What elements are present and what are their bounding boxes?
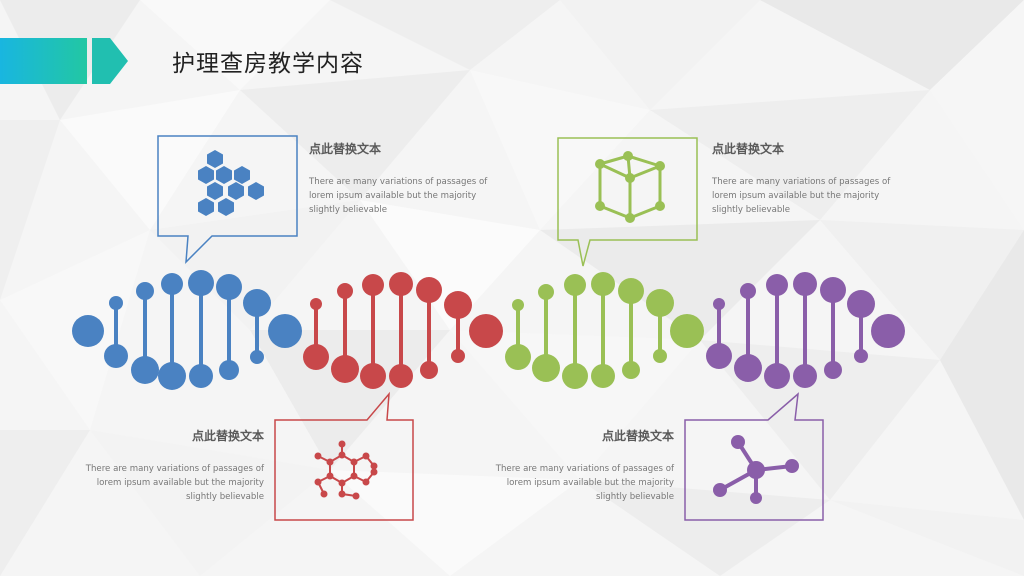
- helix-node: [532, 354, 560, 382]
- helix-node: [706, 343, 732, 369]
- helix-node: [161, 273, 183, 295]
- callout-box-3: [557, 137, 698, 267]
- helix-node: [331, 355, 359, 383]
- callout-box-4: [684, 392, 824, 521]
- helix-node: [451, 349, 465, 363]
- helix-node: [564, 274, 586, 296]
- helix-node: [646, 289, 674, 317]
- item-1-body: There are many variations of passages of…: [309, 177, 488, 215]
- helix-node: [362, 274, 384, 296]
- helix-node: [766, 274, 788, 296]
- helix-node: [591, 272, 615, 296]
- helix-node: [444, 291, 472, 319]
- helix-segment-3: [505, 272, 704, 389]
- callout-box-1: [157, 135, 298, 264]
- helix-node: [764, 363, 790, 389]
- helix-node: [72, 315, 104, 347]
- helix-node: [591, 364, 615, 388]
- helix-node: [469, 314, 503, 348]
- page-title: 护理查房教学内容: [172, 51, 364, 77]
- callout-box-2: [274, 391, 414, 521]
- helix-node: [219, 360, 239, 380]
- helix-node: [389, 272, 413, 296]
- helix-node: [189, 364, 213, 388]
- helix-node: [734, 354, 762, 382]
- helix-node: [740, 283, 756, 299]
- item-4-body: There are many variations of passages of…: [495, 464, 674, 502]
- helix-node: [136, 282, 154, 300]
- item-2-title: 点此替换文本: [191, 429, 264, 443]
- helix-node: [713, 298, 725, 310]
- helix-node: [854, 349, 868, 363]
- helix-node: [310, 298, 322, 310]
- helix-node: [131, 356, 159, 384]
- helix-node: [337, 283, 353, 299]
- helix-node: [538, 284, 554, 300]
- helix-node: [505, 344, 531, 370]
- helix-node: [622, 361, 640, 379]
- hexagon-cluster-icon: [198, 150, 264, 216]
- helix-node: [303, 344, 329, 370]
- helix-node: [268, 314, 302, 348]
- helix-node: [793, 364, 817, 388]
- helix-node: [360, 363, 386, 389]
- title-banner: [0, 38, 128, 84]
- helix-node: [653, 349, 667, 363]
- helix-node: [416, 277, 442, 303]
- helix-node: [250, 350, 264, 364]
- helix-node: [824, 361, 842, 379]
- helix-node: [847, 290, 875, 318]
- helix-node: [618, 278, 644, 304]
- cube-molecule-icon: [595, 151, 665, 223]
- item-3-title: 点此替换文本: [712, 142, 785, 156]
- helix-node: [820, 277, 846, 303]
- item-4-title: 点此替换文本: [601, 429, 674, 443]
- molecule-ring-icon: [314, 440, 378, 500]
- helix-segment-1: [72, 270, 302, 390]
- helix-node: [512, 299, 524, 311]
- helix-node: [562, 363, 588, 389]
- helix-segment-4: [706, 272, 905, 389]
- helix-segment-2: [303, 272, 503, 389]
- helix-node: [188, 270, 214, 296]
- item-2-body: There are many variations of passages of…: [85, 464, 264, 502]
- helix-node: [793, 272, 817, 296]
- helix-node: [420, 361, 438, 379]
- helix-node: [243, 289, 271, 317]
- helix-node: [104, 344, 128, 368]
- item-1-title: 点此替换文本: [309, 142, 382, 156]
- branched-molecule-icon: [713, 435, 799, 504]
- helix-node: [216, 274, 242, 300]
- helix-node: [670, 314, 704, 348]
- helix-node: [158, 362, 186, 390]
- helix-node: [109, 296, 123, 310]
- item-3-body: There are many variations of passages of…: [712, 177, 891, 215]
- helix-node: [389, 364, 413, 388]
- helix-node: [871, 314, 905, 348]
